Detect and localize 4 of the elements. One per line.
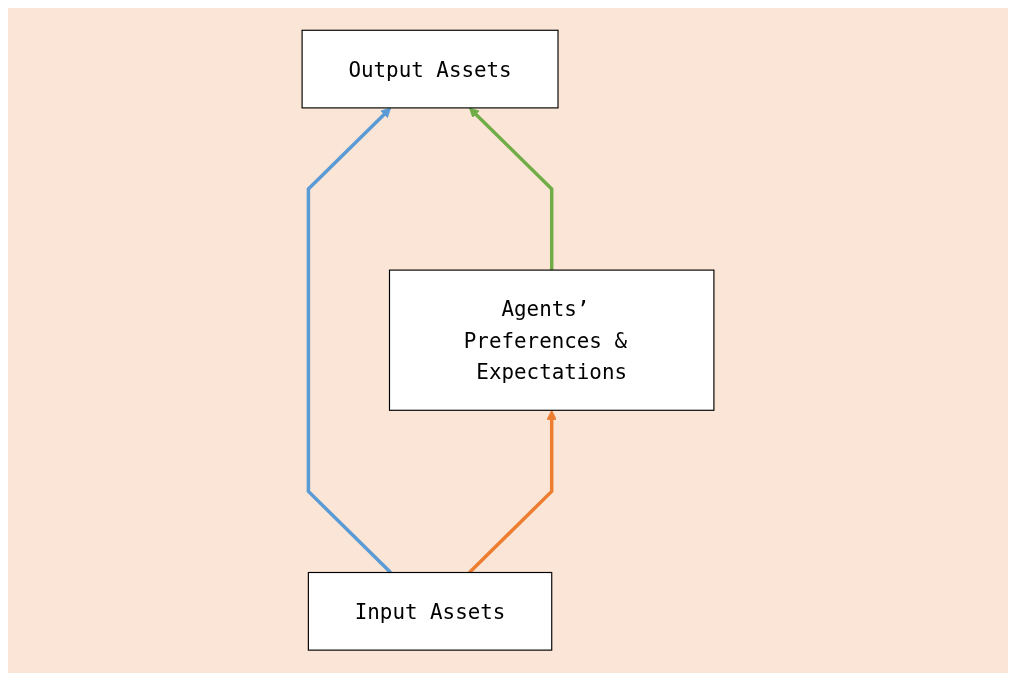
- node-box: Input Assets: [307, 572, 553, 651]
- node-box: Agents’ Preferences & Expectations: [388, 269, 715, 412]
- node-box: Output Assets: [301, 30, 559, 109]
- arrow: [468, 107, 554, 271]
